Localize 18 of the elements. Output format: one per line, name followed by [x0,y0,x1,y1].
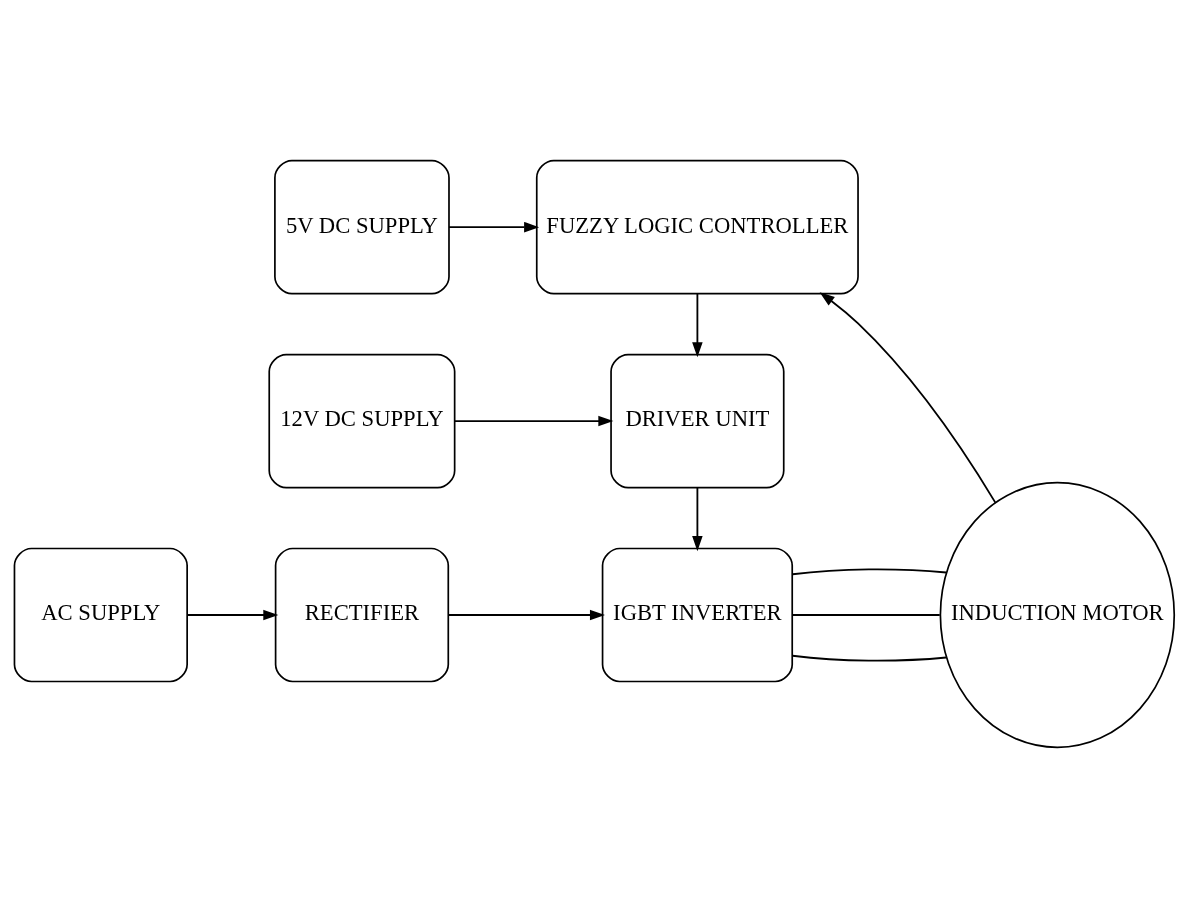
node-box: 12V DC SUPPLY [268,353,456,488]
node-box: 5V DC SUPPLY [274,159,450,295]
node-ellipse: INDUCTION MOTOR [939,481,1176,748]
arrow [453,415,614,426]
arrow [448,221,540,232]
node-box: IGBT INVERTER [601,547,794,682]
node-box: AC SUPPLY [13,547,188,682]
arrow [447,609,605,620]
node-box: RECTIFIER [274,547,450,682]
arrow [819,291,997,504]
arrow [692,486,703,551]
connector [791,654,948,662]
arrow [186,609,279,620]
connector [791,613,941,616]
arrow [692,292,703,357]
connector [791,567,948,575]
node-box: DRIVER UNIT [610,353,785,488]
node-box: FUZZY LOGIC CONTROLLER [535,159,859,295]
